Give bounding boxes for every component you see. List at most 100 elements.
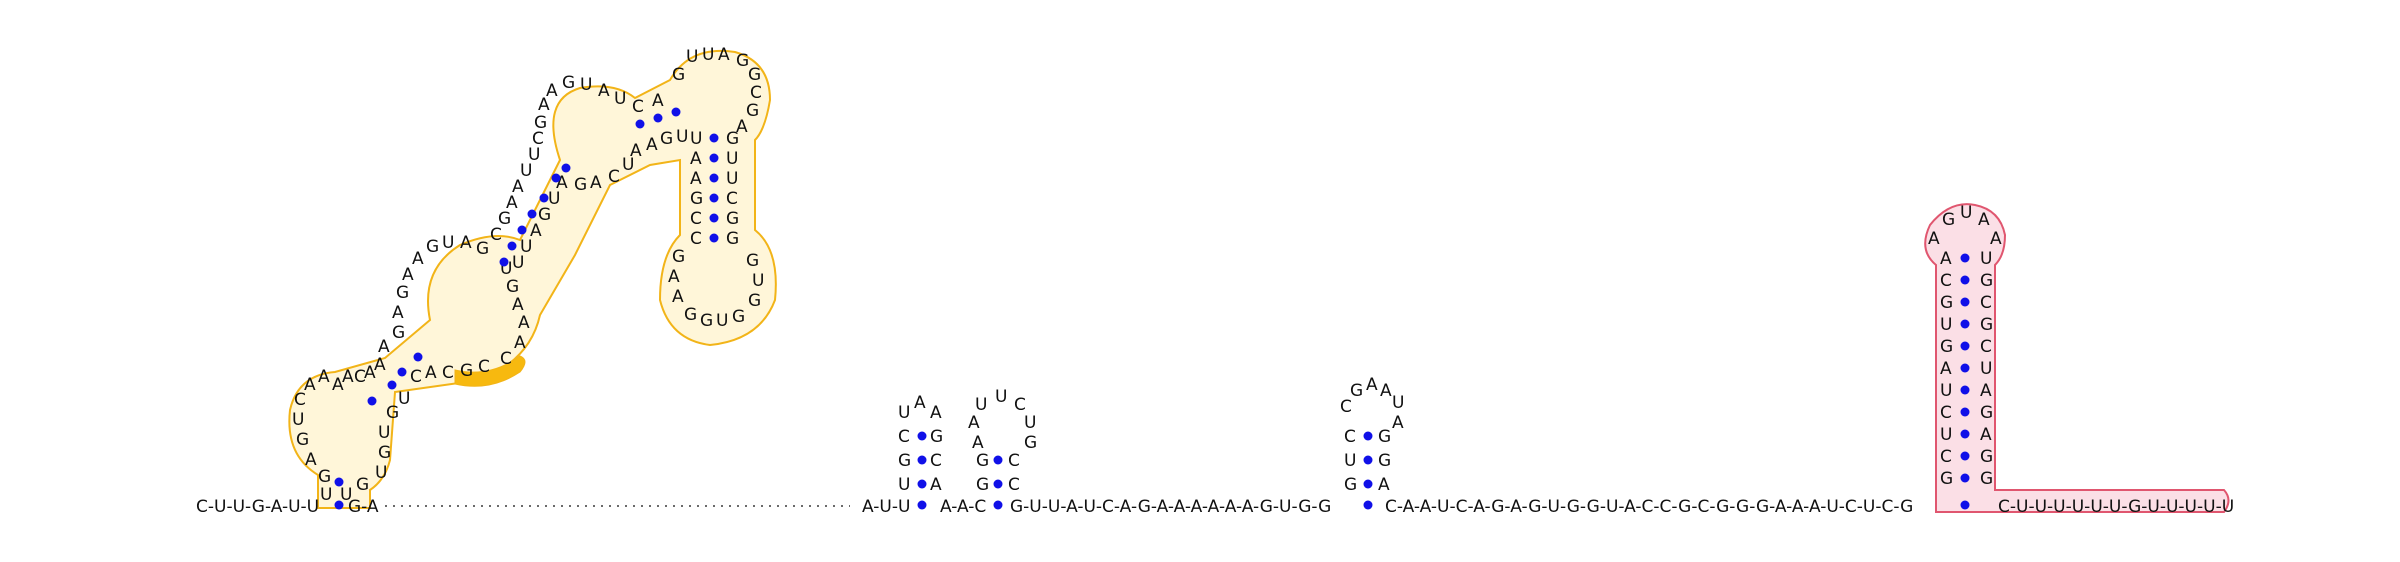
svg-text:G: G — [506, 277, 519, 297]
svg-text:G: G — [976, 451, 989, 471]
svg-text:G: G — [392, 323, 405, 343]
svg-text:A: A — [1392, 413, 1404, 433]
svg-text:C: C — [1940, 271, 1952, 291]
svg-text:U: U — [320, 485, 332, 505]
svg-text:C: C — [1340, 397, 1352, 417]
svg-text:C: C — [608, 167, 620, 187]
svg-text:A: A — [690, 149, 702, 169]
svg-text:G: G — [498, 209, 511, 229]
svg-text:U: U — [375, 463, 387, 483]
svg-text:A: A — [392, 303, 404, 323]
svg-text:A: A — [318, 367, 330, 387]
svg-text:G: G — [700, 311, 713, 331]
svg-text:A: A — [538, 95, 550, 115]
svg-text:U: U — [898, 403, 910, 423]
svg-text:G: G — [1980, 403, 1993, 423]
svg-text:U: U — [726, 169, 738, 189]
svg-text:U: U — [995, 387, 1007, 407]
svg-text:A: A — [546, 81, 558, 101]
hairpin-1-loop: A — [914, 393, 926, 413]
svg-text:U: U — [1940, 381, 1952, 401]
svg-text:C: C — [500, 349, 512, 369]
svg-text:A: A — [378, 337, 390, 357]
svg-text:C: C — [1980, 337, 1992, 357]
svg-text:A: A — [1990, 229, 2002, 249]
svg-text:C: C — [1344, 427, 1356, 447]
svg-text:C: C — [490, 225, 502, 245]
svg-text:G: G — [1980, 447, 1993, 467]
svg-text:C: C — [532, 129, 544, 149]
svg-text:A: A — [514, 333, 526, 353]
orange-domain-emphasis — [454, 355, 526, 387]
svg-text:G: G — [1940, 469, 1953, 489]
svg-text:U: U — [676, 127, 688, 147]
pink-domain-outline — [1924, 203, 2230, 513]
svg-text:U: U — [520, 161, 532, 181]
svg-text:A: A — [1380, 381, 1392, 401]
svg-text:A: A — [1928, 229, 1940, 249]
svg-text:A: A — [304, 375, 316, 395]
hairpin-3: G A A U A C C U G G G A — [1340, 375, 1404, 510]
svg-text:A: A — [736, 117, 748, 137]
svg-text:G: G — [538, 205, 551, 225]
svg-text:C: C — [1014, 395, 1026, 415]
svg-text:G: G — [976, 475, 989, 495]
svg-text:G: G — [378, 443, 391, 463]
svg-text:G: G — [476, 239, 489, 259]
svg-text:C: C — [690, 229, 702, 249]
svg-text:A: A — [506, 193, 518, 213]
svg-text:A: A — [652, 91, 664, 111]
svg-text:A: A — [1940, 359, 1952, 379]
svg-text:A: A — [512, 295, 524, 315]
svg-text:G: G — [426, 237, 439, 257]
svg-text:A: A — [672, 287, 684, 307]
svg-text:C: C — [690, 209, 702, 229]
svg-text:C: C — [726, 189, 738, 209]
svg-text:U: U — [1392, 393, 1404, 413]
svg-text:C: C — [442, 363, 454, 383]
svg-text:C: C — [930, 451, 942, 471]
svg-text:A: A — [512, 177, 524, 197]
svg-text:A: A — [364, 363, 376, 383]
svg-text:G: G — [748, 65, 761, 85]
svg-text:A: A — [1980, 425, 1992, 445]
svg-text:G: G — [1940, 337, 1953, 357]
bottom-middle-seq-1: A-U-U — [862, 497, 910, 517]
svg-text:C: C — [750, 83, 762, 103]
svg-text:A: A — [374, 355, 386, 375]
svg-text:C: C — [294, 390, 306, 410]
svg-text:G: G — [746, 101, 759, 121]
svg-text:C: C — [1940, 403, 1952, 423]
svg-text:U: U — [442, 233, 454, 253]
svg-text:G: G — [690, 189, 703, 209]
svg-text:G: G — [574, 175, 587, 195]
svg-text:G: G — [930, 427, 943, 447]
bottom-start-seq: C-U-U-G-A-U-U — [196, 497, 319, 517]
svg-text:U: U — [1940, 315, 1952, 335]
svg-text:A: A — [1366, 375, 1378, 395]
svg-text:A: A — [690, 169, 702, 189]
svg-text:C: C — [410, 367, 422, 387]
svg-text:C: C — [354, 367, 366, 387]
svg-text:G: G — [1350, 381, 1363, 401]
svg-text:A: A — [646, 135, 658, 155]
svg-text:U: U — [690, 129, 702, 149]
svg-text:G: G — [1024, 433, 1037, 453]
svg-text:G: G — [318, 467, 331, 487]
svg-text:G: G — [534, 113, 547, 133]
pink-domain — [1924, 203, 2230, 513]
svg-text:G: G — [726, 209, 739, 229]
svg-text:G: G — [732, 307, 745, 327]
svg-text:U: U — [398, 389, 410, 409]
svg-text:U: U — [1980, 359, 1992, 379]
svg-text:G: G — [1344, 475, 1357, 495]
svg-text:A: A — [630, 141, 642, 161]
svg-text:G: G — [1940, 293, 1953, 313]
svg-text:G: G — [736, 51, 749, 71]
svg-text:U: U — [580, 75, 592, 95]
svg-text:G: G — [1980, 469, 1993, 489]
svg-text:U: U — [340, 485, 352, 505]
hairpin-1: A U C G U A G C A — [898, 393, 943, 510]
svg-text:A: A — [668, 267, 680, 287]
